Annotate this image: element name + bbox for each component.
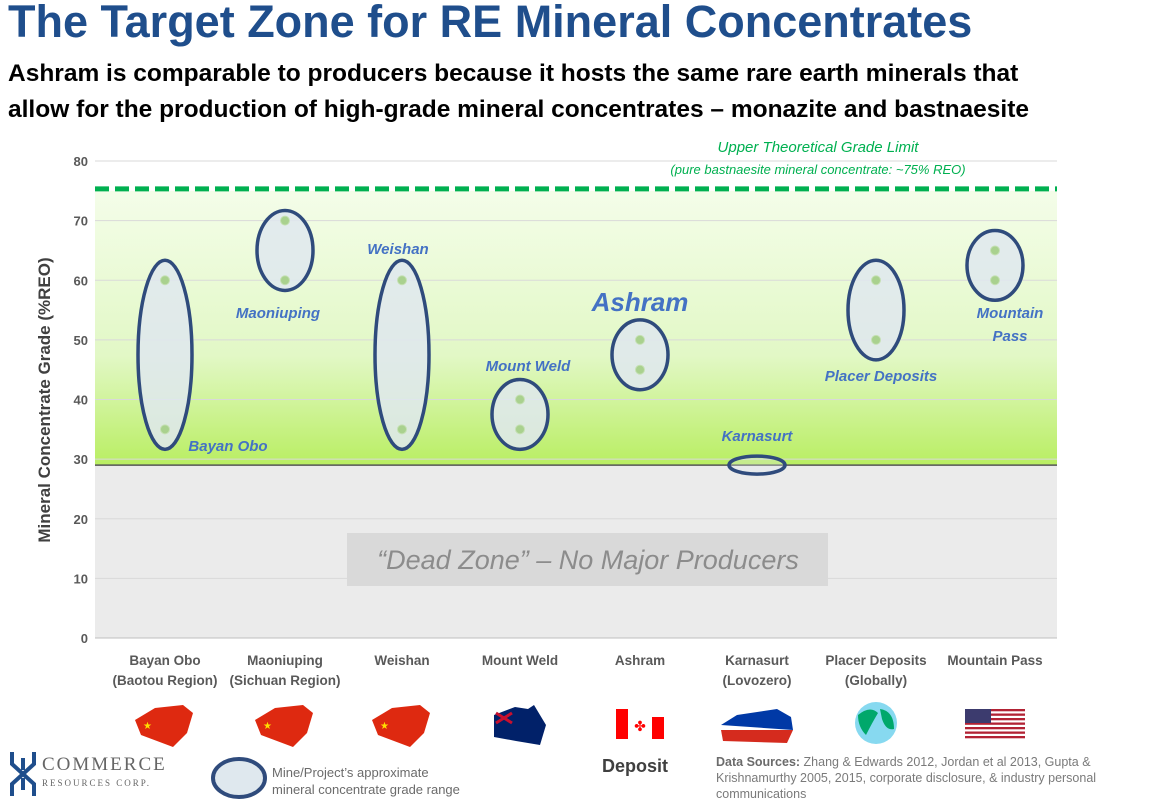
- y-tick-label: 70: [74, 214, 88, 229]
- star-icon: ★: [263, 721, 272, 732]
- x-axis-title: Deposit: [602, 756, 669, 776]
- legend-line-2: mineral concentrate grade range: [272, 782, 460, 797]
- legend-ellipse: [211, 757, 267, 799]
- x-tick-label: Bayan Obo: [129, 653, 200, 668]
- deposit-label: Pass: [992, 328, 1027, 345]
- x-tick-sublabel: (Sichuan Region): [230, 673, 341, 688]
- y-tick-label: 10: [74, 571, 88, 586]
- usa-flag-stripe: [965, 731, 1025, 734]
- china-flag-map-icon: [255, 705, 313, 747]
- usa-flag-stripe: [965, 727, 1025, 730]
- y-axis-title: Mineral Concentrate Grade (%REO): [35, 257, 54, 542]
- usa-flag-stripe: [965, 722, 1025, 725]
- continents-icon: [858, 709, 894, 735]
- x-tick-label: Weishan: [374, 653, 429, 668]
- legend-label: Mine/Project’s approximate mineral conce…: [272, 764, 460, 798]
- canada-flag-band: [616, 709, 628, 739]
- data-point: [871, 275, 881, 286]
- y-tick-label: 60: [74, 273, 88, 288]
- usa-flag-stripe: [965, 736, 1025, 739]
- deposit-label: Mount Weld: [486, 358, 572, 375]
- range-ellipse-weishan: [373, 258, 431, 452]
- x-tick-label: Maoniuping: [247, 653, 323, 668]
- dead-zone-label-box: [347, 533, 828, 586]
- data-point: [990, 245, 1000, 256]
- sources-heading: Data Sources:: [716, 755, 801, 769]
- usa-flag-stripe: [965, 718, 1025, 721]
- data-point: [990, 275, 1000, 286]
- deposit-label: Maoniuping: [236, 305, 320, 322]
- data-sources: Data Sources: Zhang & Edwards 2012, Jord…: [716, 754, 1136, 802]
- y-tick-label: 40: [74, 393, 88, 408]
- x-tick-label: Karnasurt: [725, 653, 789, 668]
- range-ellipse-placer-deposits: [846, 258, 906, 362]
- x-tick-sublabel: (Baotou Region): [113, 673, 218, 688]
- range-ellipse-mountain-pass: [965, 228, 1025, 302]
- upper-limit-sublabel: (pure bastnaesite mineral concentrate: ~…: [670, 162, 965, 177]
- data-point: [871, 334, 881, 345]
- data-point: [160, 275, 170, 286]
- deposit-label: Ashram: [591, 287, 689, 317]
- y-tick-label: 20: [74, 512, 88, 527]
- company-logo: COMMERCE RESOURCES CORP.: [6, 748, 165, 798]
- x-tick-label: Placer Deposits: [825, 653, 926, 668]
- deposit-label: Bayan Obo: [188, 438, 267, 455]
- range-ellipse-maoniuping: [255, 208, 315, 293]
- data-point: [515, 394, 525, 405]
- x-tick-sublabel: (Lovozero): [723, 673, 792, 688]
- russia-flag-map-icon: [721, 709, 793, 730]
- logo-name: COMMERCE: [42, 754, 167, 775]
- union-jack-icon: [495, 711, 513, 725]
- usa-flag-stripe: [965, 713, 1025, 716]
- y-tick-label: 0: [81, 631, 88, 646]
- x-tick-sublabel: (Globally): [845, 673, 907, 688]
- dead-zone-label: “Dead Zone” – No Major Producers: [377, 545, 799, 575]
- x-tick-label: Ashram: [615, 653, 665, 668]
- data-point: [635, 334, 645, 345]
- deposit-label: Karnasurt: [722, 428, 794, 445]
- x-tick-label: Mountain Pass: [947, 653, 1042, 668]
- y-tick-label: 80: [74, 154, 88, 169]
- deposit-label: Mountain: [977, 305, 1044, 322]
- logo-subname: RESOURCES CORP.: [42, 778, 152, 788]
- y-tick-label: 30: [74, 452, 88, 467]
- target-zone: [95, 190, 1057, 466]
- data-point: [635, 364, 645, 375]
- range-ellipse-mount-weld: [490, 377, 550, 452]
- usa-flag-stripe: [965, 709, 1025, 712]
- australia-flag-map-icon: [494, 705, 546, 745]
- china-flag-map-icon: [135, 705, 193, 747]
- upper-limit-label: Upper Theoretical Grade Limit: [718, 139, 920, 156]
- range-ellipse-bayan-obo: [136, 258, 194, 452]
- subtitle-line-1: Ashram is comparable to producers becaus…: [8, 60, 1019, 87]
- data-point: [397, 275, 407, 286]
- range-ellipse-karnasurt: [727, 454, 787, 476]
- maple-leaf-icon: ✤: [634, 718, 646, 734]
- sources-text: Zhang & Edwards 2012, Jordan et al 2013,…: [716, 755, 1097, 801]
- china-flag-map-icon: [372, 705, 430, 747]
- star-icon: ★: [380, 721, 389, 732]
- data-point: [280, 215, 290, 226]
- slide-title: The Target Zone for RE Mineral Concentra…: [8, 0, 973, 47]
- data-point: [160, 424, 170, 435]
- subtitle-line-2: allow for the production of high-grade m…: [8, 96, 1029, 123]
- canada-flag-band: [652, 717, 664, 739]
- deposit-label: Weishan: [367, 241, 428, 258]
- usa-flag-map-icon: [965, 709, 991, 723]
- y-tick-label: 50: [74, 333, 88, 348]
- x-tick-label: Mount Weld: [482, 653, 558, 668]
- deposit-label: Placer Deposits: [825, 368, 938, 385]
- star-icon: ★: [143, 721, 152, 732]
- legend-line-1: Mine/Project’s approximate: [272, 765, 429, 780]
- data-point: [515, 424, 525, 435]
- range-ellipse-ashram: [610, 318, 670, 392]
- logo-icon: [10, 752, 36, 796]
- data-point: [397, 424, 407, 435]
- data-point: [280, 275, 290, 286]
- russia-flag-band: [721, 730, 793, 743]
